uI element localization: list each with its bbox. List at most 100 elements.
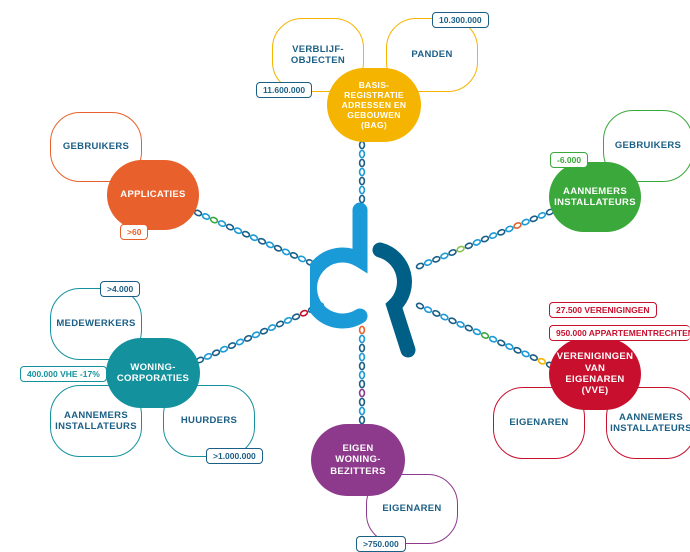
chain-link [480, 235, 490, 243]
chain-link [448, 317, 457, 325]
chain-link [358, 397, 366, 407]
chain-link [275, 320, 285, 328]
chain-vve [415, 302, 555, 369]
logo-left-arc [310, 202, 368, 329]
chain-link [358, 415, 366, 425]
chain-link [505, 343, 514, 351]
hub-eigen-woningbezitters: EIGEN WONING- BEZITTERS [311, 424, 405, 496]
chain-link [513, 222, 522, 229]
hub-woningcorporaties: WONING- CORPORATIES [106, 338, 200, 408]
chain-link [241, 230, 251, 238]
chain-link [358, 343, 366, 353]
chain-link [257, 237, 267, 245]
chain-link [243, 334, 253, 342]
chain-link [251, 331, 261, 339]
tag-medewerkers: >4.000 [100, 281, 141, 297]
chain-link [358, 149, 366, 159]
chain-applicaties [193, 209, 323, 270]
chain-aannemers [415, 208, 555, 270]
chain-link [521, 218, 530, 226]
chain-link [358, 325, 366, 335]
tag-huurders: >1.000.000 [206, 448, 263, 464]
chain-woningcorporaties [195, 302, 325, 364]
tag-verblijfobjecten: 11.600.000 [256, 82, 313, 98]
chain-link [521, 350, 530, 358]
tag-applicaties: >60 [120, 224, 149, 240]
chain-link [225, 223, 235, 231]
chain-link [472, 328, 482, 336]
chain-link [358, 176, 366, 186]
chain-link [249, 234, 259, 242]
chain-link [358, 185, 366, 195]
chain-link [448, 249, 457, 256]
chain-link [259, 327, 269, 335]
chain-link [497, 228, 506, 236]
chain-link [209, 216, 219, 224]
chain-link [456, 245, 465, 253]
chain-link [432, 255, 441, 263]
chain-link [299, 309, 309, 317]
chain-link [358, 370, 366, 380]
chain-link [201, 213, 211, 220]
chain-link [358, 388, 366, 398]
chain-link [488, 335, 498, 343]
chain-link [529, 215, 539, 223]
chain-link [537, 357, 547, 365]
chain-link [432, 309, 441, 317]
logo-icon [310, 202, 416, 358]
chain-link [513, 346, 522, 354]
chain-link [464, 324, 474, 332]
chain-link [358, 140, 366, 150]
chain-link [497, 339, 506, 347]
tag-appartementrechten: 950.000 APPARTEMENTRECHTEN [549, 325, 690, 341]
chain-link [505, 225, 514, 233]
chain-link [472, 238, 482, 246]
chain-link [211, 349, 221, 357]
chain-link [423, 306, 433, 314]
chain-link [297, 255, 307, 263]
chain-link [273, 244, 283, 252]
chain-link [358, 361, 366, 371]
chain-link [488, 232, 498, 240]
hub-bag: BASIS- REGISTRATIE ADRESSEN EN GEBOUWEN … [327, 68, 421, 142]
chain-link [358, 406, 366, 416]
chain-link [217, 220, 227, 228]
chain-link [440, 252, 449, 260]
chain-link [464, 242, 474, 250]
hub-vve: VERENIGINGEN VAN EIGENAREN (VVE) [549, 338, 641, 410]
tag-vhe: 400.000 VHE -17% [20, 366, 107, 382]
chain-link [233, 227, 243, 235]
chain-link [423, 259, 433, 267]
tag-verenigingen: 27.500 VERENIGINGEN [549, 302, 657, 318]
chain-link [281, 248, 291, 256]
chain-link [358, 334, 366, 344]
chain-link [415, 262, 425, 270]
chain-link [537, 211, 547, 219]
hub-applicaties: APPLICATIES [107, 160, 199, 230]
chain-link [456, 320, 465, 328]
tag-panden: 10.300.000 [432, 12, 489, 28]
chain-link [415, 302, 425, 310]
chain-link [358, 194, 366, 204]
chain-link [203, 352, 213, 360]
chain-link [219, 345, 229, 353]
chain-eigen-woningbezitters [358, 325, 366, 425]
chain-link [235, 338, 245, 346]
chain-link [358, 379, 366, 389]
chain-link [358, 167, 366, 177]
chain-link [358, 158, 366, 168]
chain-link [291, 313, 301, 321]
chain-link [289, 251, 299, 259]
chain-link [227, 342, 237, 350]
chain-link [283, 316, 293, 324]
sub-woco-aannemers: AANNEMERS INSTALLATEURS [50, 385, 142, 457]
logo-right-arc [372, 242, 416, 358]
hub-aannemers-installateurs: AANNEMERS INSTALLATEURS [549, 162, 641, 232]
chain-link [440, 313, 449, 321]
chain-link [358, 352, 366, 362]
chain-link [267, 324, 277, 332]
chain-link [529, 354, 539, 362]
chain-link [265, 241, 275, 249]
tag-aannemers: -6.000 [550, 152, 589, 168]
chain-link [480, 332, 490, 339]
